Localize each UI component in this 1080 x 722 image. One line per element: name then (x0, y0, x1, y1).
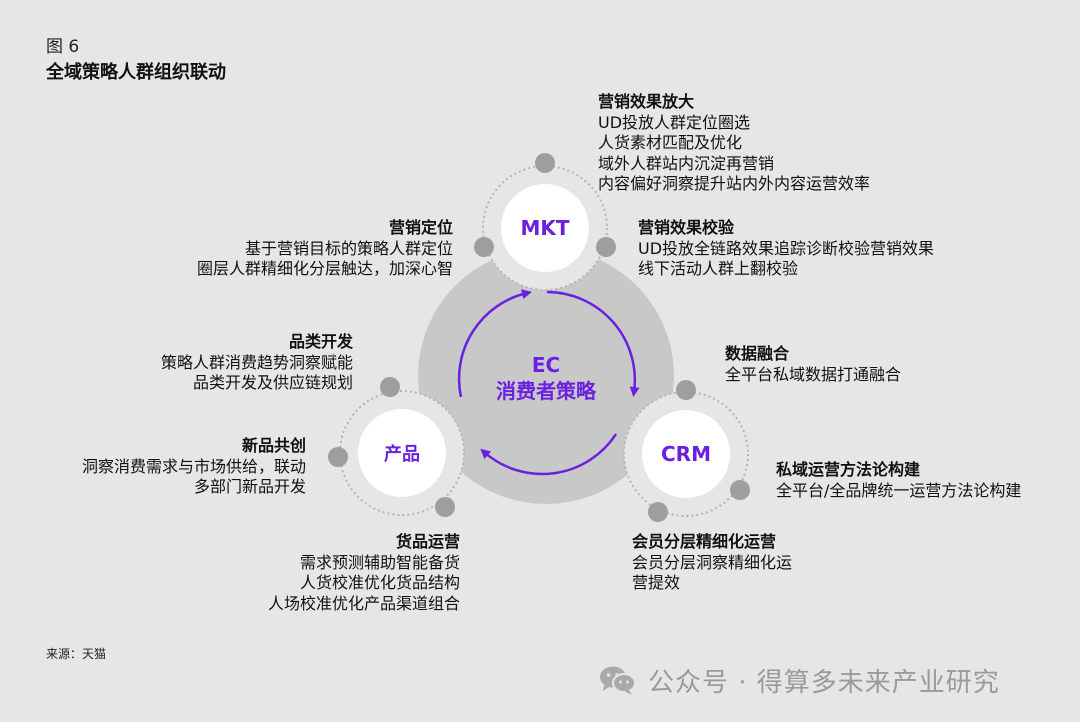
block-goods: 货品运营 需求预测辅助智能备货 人货校准优化货品结构 人场校准优化产品渠道组合 (268, 532, 460, 614)
mkt-dot-left (474, 237, 494, 257)
wechat-icon (600, 666, 636, 695)
block-methodology: 私域运营方法论构建 全平台/全品牌统一运营方法论构建 (776, 460, 1021, 501)
block-member-title: 会员分层精细化运营 (632, 532, 777, 551)
block-amplify-line: 内容偏好洞察提升站内外内容运营效率 (598, 174, 871, 193)
block-goods-line: 需求预测辅助智能备货 (299, 552, 460, 572)
block-category-title: 品类开发 (288, 332, 353, 351)
source-note: 来源：天猫 (46, 647, 107, 661)
crm-dot-bottom (648, 502, 668, 522)
block-newprod-title: 新品共创 (241, 436, 306, 455)
mkt-dot-top (535, 153, 555, 173)
block-verify-line: 线下活动人群上翻校验 (638, 259, 799, 278)
block-amplify-title: 营销效果放大 (598, 92, 695, 111)
cycle-arc-bottom (480, 433, 618, 476)
block-position-title: 营销定位 (388, 218, 453, 237)
product-dot-top (380, 377, 400, 397)
block-category-line: 策略人群消费趋势洞察赋能 (160, 352, 353, 372)
product-label: 产品 (384, 443, 420, 465)
block-amplify-line: UD投放人群定位圈选 (598, 112, 751, 132)
block-verify-title: 营销效果校验 (638, 218, 735, 237)
block-category: 品类开发 策略人群消费趋势洞察赋能 品类开发及供应链规划 (161, 332, 353, 394)
block-goods-line: 人场校准优化产品渠道组合 (267, 593, 460, 613)
crm-dot-top (676, 380, 696, 400)
block-verify-line: UD投放全链路效果追踪诊断校验营销效果 (638, 238, 935, 258)
crm-label: CRM (661, 442, 711, 466)
watermark-text: 公众号 · 得算多未来产业研究 (648, 667, 1000, 698)
cycle-arc-left (457, 289, 532, 398)
block-fusion-line: 全平台私域数据打通融合 (725, 364, 902, 384)
center-label-strategy: 消费者策略 (496, 379, 597, 403)
block-member-line: 营提效 (632, 573, 681, 592)
block-amplify-line: 人货素材匹配及优化 (598, 133, 743, 152)
mkt-dot-right (596, 237, 616, 257)
crm-dot-right (730, 480, 750, 500)
block-position: 营销定位 基于营销目标的策略人群定位 圈层人群精细化分层触达，加深心智 (197, 218, 453, 280)
block-member-line: 会员分层洞察精细化运 (632, 552, 793, 572)
center-label-ec: EC (532, 353, 560, 377)
block-category-line: 品类开发及供应链规划 (192, 373, 353, 392)
product-dot-bottom (435, 497, 455, 517)
block-position-line: 圈层人群精细化分层触达，加深心智 (196, 259, 453, 278)
cycle-arc-right (546, 290, 640, 397)
product-dot-left (328, 447, 348, 467)
center-big-circle (418, 248, 674, 504)
block-verify: 营销效果校验 UD投放全链路效果追踪诊断校验营销效果 线下活动人群上翻校验 (638, 218, 934, 280)
block-fusion-title: 数据融合 (725, 344, 790, 363)
block-newprod-line: 多部门新品开发 (193, 477, 306, 496)
block-methodology-title: 私域运营方法论构建 (776, 460, 921, 479)
figure-title: 全域策略人群组织联动 (46, 62, 226, 83)
block-goods-title: 货品运营 (395, 532, 460, 551)
crm-node (642, 410, 730, 498)
block-newprod-line: 洞察消费需求与市场供给，联动 (81, 456, 306, 476)
watermark: 公众号 · 得算多未来产业研究 (598, 660, 1000, 700)
block-fusion: 数据融合 全平台私域数据打通融合 (725, 344, 901, 385)
product-node (358, 409, 446, 497)
mkt-label: MKT (520, 216, 569, 240)
figure-number: 图 6 (46, 37, 80, 57)
block-amplify-line: 域外人群站内沉淀再营销 (598, 153, 775, 173)
block-position-line: 基于营销目标的策略人群定位 (244, 238, 453, 258)
block-member: 会员分层精细化运营 会员分层洞察精细化运 营提效 (632, 532, 792, 594)
mkt-node (501, 184, 589, 272)
block-goods-line: 人货校准优化货品结构 (299, 573, 460, 592)
block-newprod: 新品共创 洞察消费需求与市场供给，联动 多部门新品开发 (82, 436, 306, 498)
block-amplify: 营销效果放大 UD投放人群定位圈选 人货素材匹配及优化 域外人群站内沉淀再营销 … (598, 92, 870, 195)
block-methodology-line: 全平台/全品牌统一运营方法论构建 (776, 480, 1022, 500)
